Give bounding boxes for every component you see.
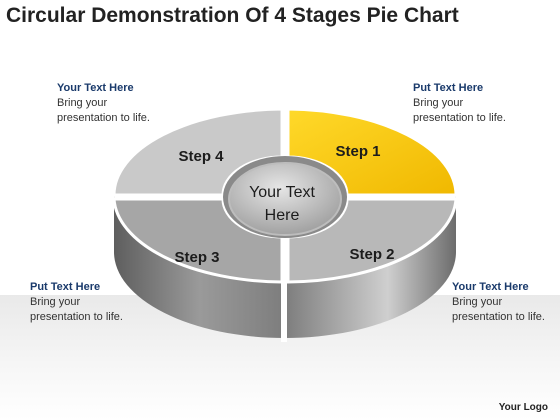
hub-center: [228, 162, 342, 236]
callout-heading: Your Text Here: [452, 281, 529, 293]
callout-heading: Put Text Here: [30, 281, 101, 293]
center-text-line-1: Your Text: [249, 184, 315, 201]
callout-line: presentation to life.: [452, 311, 545, 323]
step-3-label: Step 3: [174, 249, 219, 266]
callout-top-left: Your Text Here Bring your presentation t…: [57, 81, 150, 126]
callout-heading: Put Text Here: [413, 82, 484, 94]
callout-line: Bring your: [452, 296, 503, 308]
segment-step-4: [112, 107, 284, 197]
callout-bottom-left: Put Text Here Bring your presentation to…: [30, 280, 123, 325]
callout-line: presentation to life.: [30, 311, 123, 323]
callout-line: Bring your: [57, 97, 108, 109]
callout-heading: Your Text Here: [57, 82, 134, 94]
callout-line: presentation to life.: [413, 112, 506, 124]
page-title: Circular Demonstration Of 4 Stages Pie C…: [6, 4, 459, 27]
step-4-label: Step 4: [178, 148, 224, 165]
segment-step-3: [112, 197, 284, 284]
segment-step-1: [286, 107, 458, 197]
side-gap: [281, 280, 287, 342]
callout-top-right: Put Text Here Bring your presentation to…: [413, 81, 506, 126]
logo-text: Your Logo: [498, 402, 548, 413]
step-2-label: Step 2: [349, 246, 394, 263]
segment-step-2: [286, 197, 458, 284]
callout-line: presentation to life.: [57, 112, 150, 124]
center-text-line-2: Here: [265, 207, 300, 224]
pie-side-wall: [114, 195, 456, 338]
callout-line: Bring your: [30, 296, 81, 308]
callout-bottom-right: Your Text Here Bring your presentation t…: [452, 280, 545, 325]
callout-line: Bring your: [413, 97, 464, 109]
step-1-label: Step 1: [335, 143, 380, 160]
